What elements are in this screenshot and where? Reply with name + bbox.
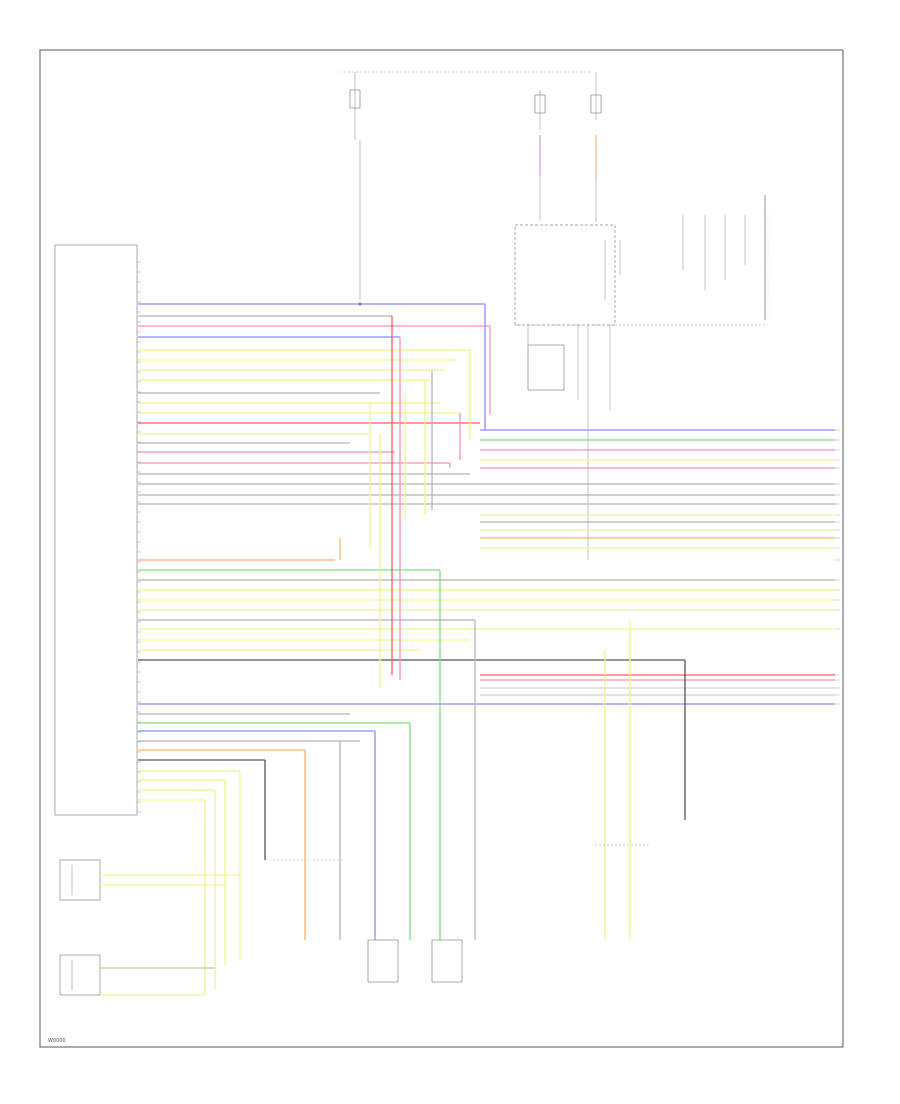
figure-code: W0000 bbox=[48, 1038, 66, 1044]
diagram-frame bbox=[39, 49, 844, 1048]
diagram-labels bbox=[137, 261, 840, 813]
fuse-block-left bbox=[340, 71, 590, 306]
connector-risers bbox=[100, 570, 631, 996]
bottom-connectors bbox=[265, 844, 650, 983]
occupant-module-comb bbox=[764, 195, 769, 320]
fuse-block-right bbox=[534, 72, 602, 222]
right-side-airbag-connector bbox=[431, 939, 463, 983]
left-side-airbag-connector bbox=[367, 939, 399, 983]
sensor-module-box bbox=[514, 224, 616, 326]
driver-buckle-switch-box bbox=[59, 859, 101, 901]
sensor-sub-box bbox=[527, 344, 565, 391]
wire-harness bbox=[138, 303, 835, 820]
srs-control-module bbox=[54, 244, 138, 816]
passenger-buckle-switch-box bbox=[59, 954, 101, 996]
